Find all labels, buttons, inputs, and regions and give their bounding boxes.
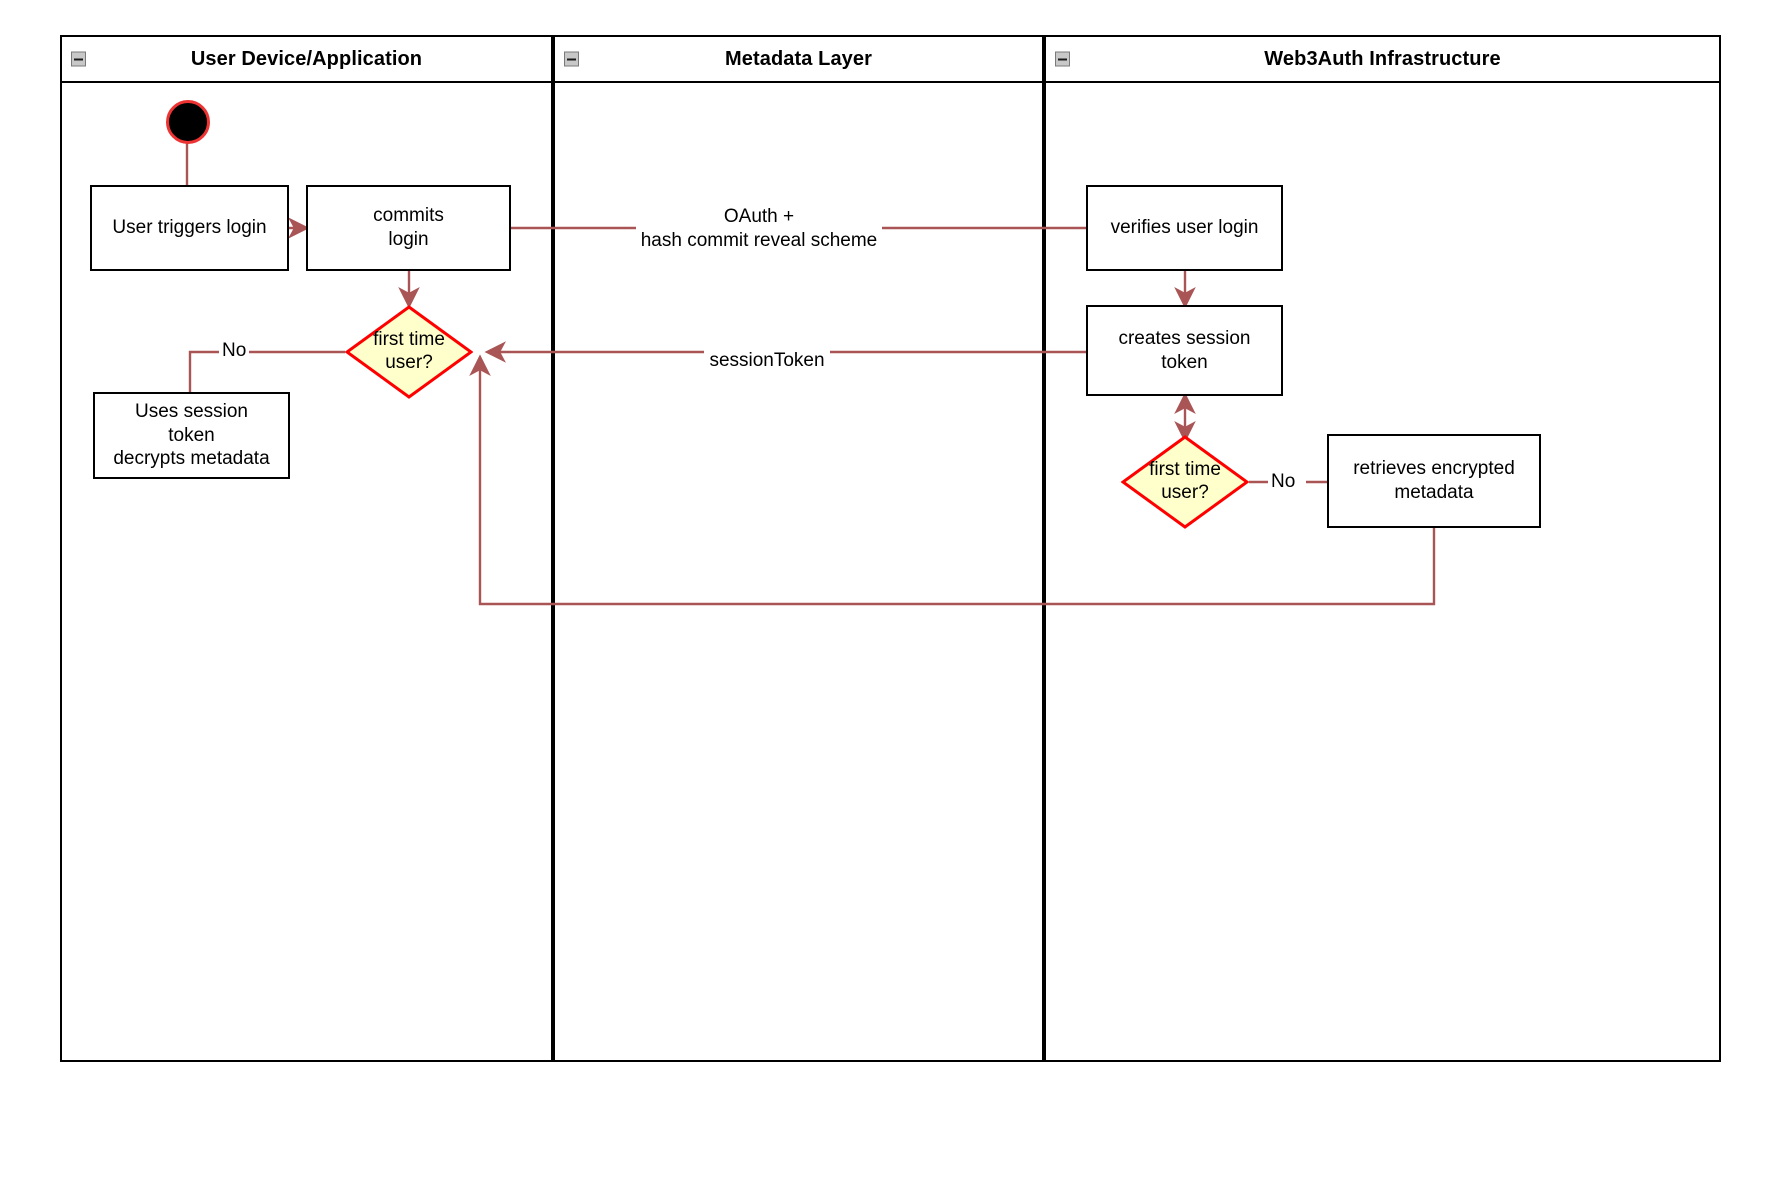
activity-label: User triggers login: [112, 217, 267, 239]
swimlane-title: Web3Auth Infrastructure: [1264, 47, 1501, 70]
edge-label-line1: OAuth +: [723, 206, 795, 227]
activity-retrieves-encrypted-metadata[interactable]: retrieves encrypted metadata: [1327, 434, 1541, 528]
activity-label-line2: token: [1161, 351, 1208, 373]
activity-label-line2: token: [168, 424, 215, 446]
activity-verifies-user-login[interactable]: verifies user login: [1086, 185, 1283, 271]
swimlane-header-metadata-layer: Metadata Layer: [555, 37, 1042, 83]
activity-uses-session-token-decrypts-metadata[interactable]: Uses session token decrypts metadata: [93, 392, 290, 479]
collapse-minus-icon[interactable]: [1055, 51, 1070, 67]
edge-label-no-left: No: [219, 339, 250, 363]
activity-creates-session-token[interactable]: creates session token: [1086, 305, 1283, 396]
edge-label-oauth-hash-commit-reveal: OAuth + hash commit reveal scheme: [636, 205, 882, 253]
edge-label-session-token: sessionToken: [704, 349, 830, 373]
diamond-shape: [345, 305, 473, 399]
activity-label-line1: Uses session: [135, 401, 248, 423]
swimlane-metadata-layer[interactable]: Metadata Layer: [553, 35, 1044, 1062]
activity-label-line3: decrypts metadata: [113, 448, 270, 470]
activity-user-triggers-login[interactable]: User triggers login: [90, 185, 289, 271]
diamond-shape: [1121, 435, 1249, 529]
decision-first-time-user-left[interactable]: first time user?: [345, 305, 473, 399]
activity-label-line1: retrieves encrypted: [1353, 458, 1515, 480]
edge-label-line2: hash commit reveal scheme: [640, 229, 878, 251]
activity-label-line2: login: [388, 229, 429, 250]
activity-commits-login[interactable]: commits login: [306, 185, 511, 271]
collapse-minus-icon[interactable]: [564, 51, 579, 67]
edge-label-no-right: No: [1268, 470, 1299, 494]
swimlane-header-user-device: User Device/Application: [62, 37, 551, 83]
swimlane-header-web3auth: Web3Auth Infrastructure: [1046, 37, 1719, 83]
activity-label: verifies user login: [1110, 217, 1259, 239]
activity-label-line2: metadata: [1394, 482, 1474, 503]
activity-label-line1: commits: [373, 205, 444, 227]
swimlane-title: User Device/Application: [190, 47, 423, 70]
activity-label-line1: creates session: [1118, 327, 1251, 349]
collapse-minus-icon[interactable]: [71, 51, 86, 67]
start-node[interactable]: [166, 100, 210, 144]
swimlane-title: Metadata Layer: [724, 47, 872, 70]
decision-first-time-user-right[interactable]: first time user?: [1121, 435, 1249, 529]
